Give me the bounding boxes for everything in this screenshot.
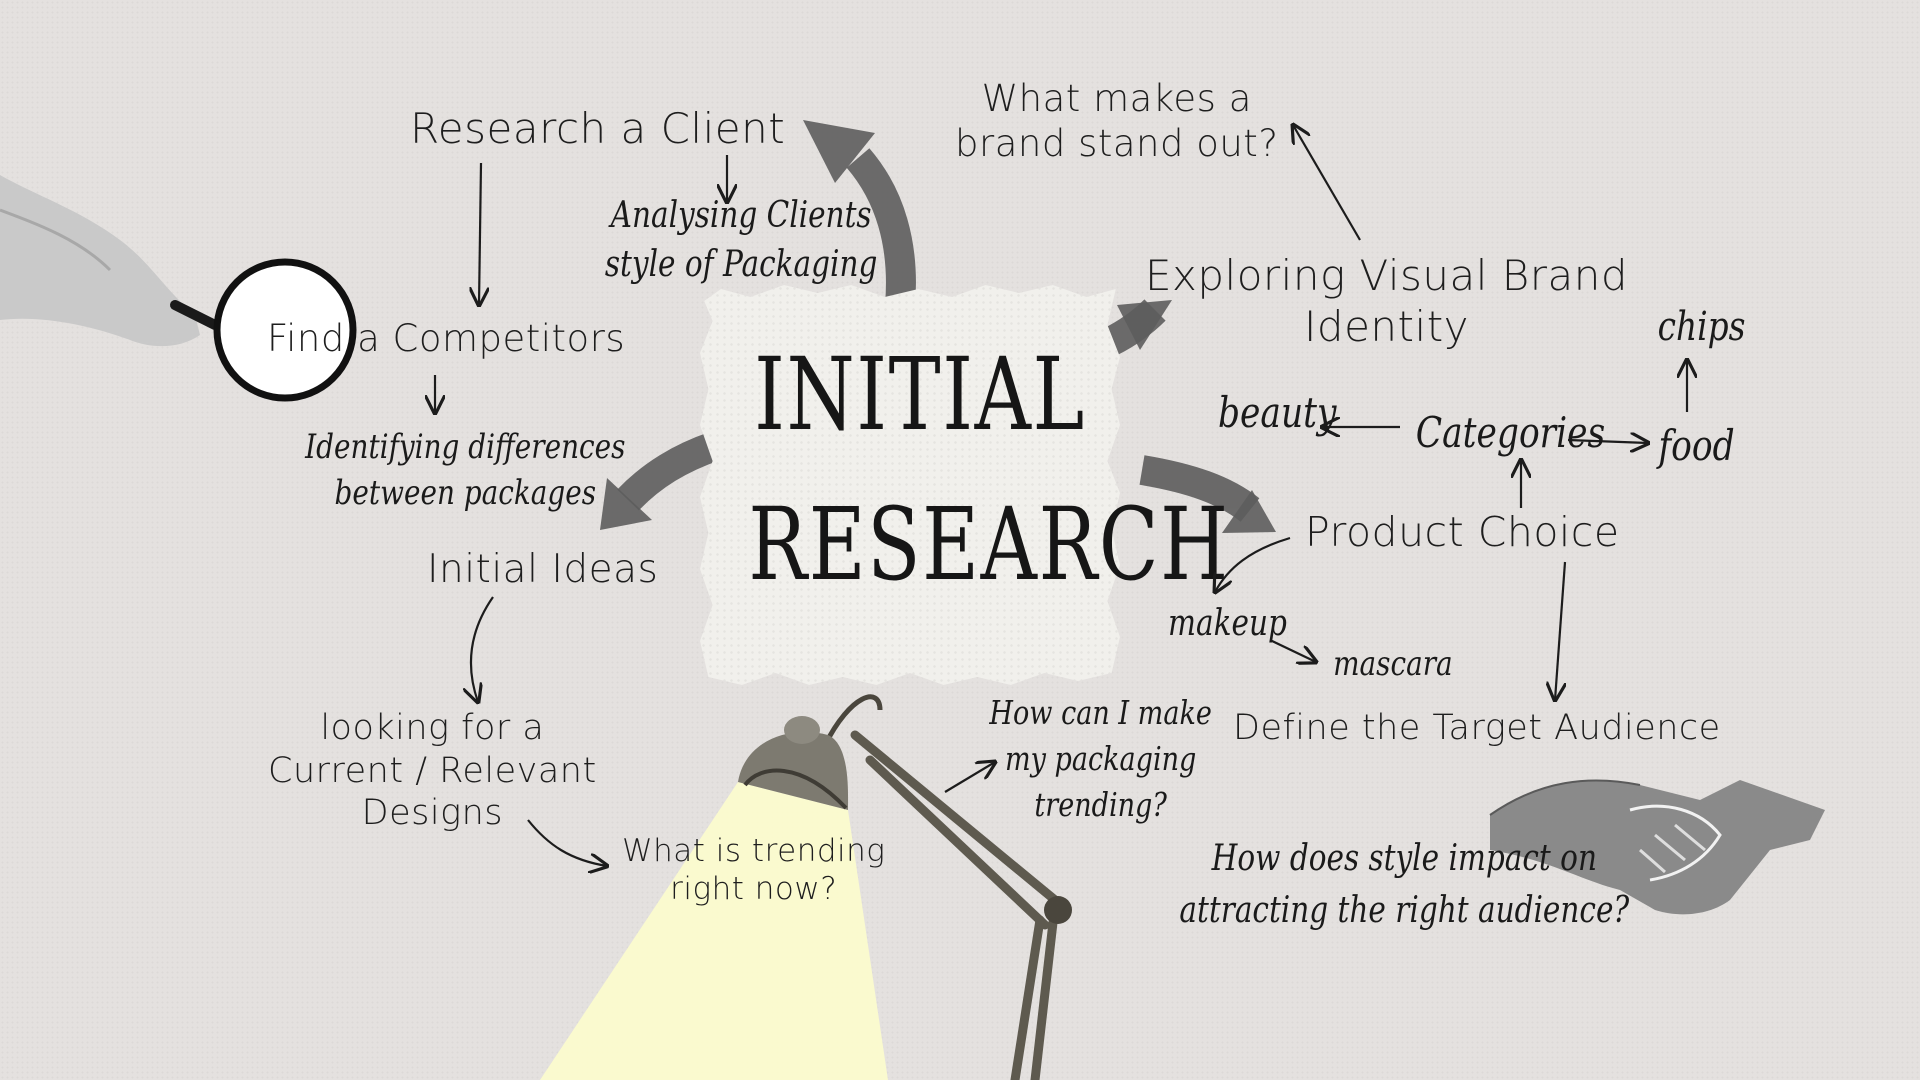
node-identifying-differences: Identifying differences between packages bbox=[305, 425, 625, 517]
thick-arrow-to-product-choice bbox=[1139, 455, 1260, 522]
node-looking-for-designs: looking for a Current / Relevant Designs bbox=[268, 707, 597, 835]
node-food: food bbox=[1658, 421, 1735, 470]
looking-for-line-2: Current / Relevant bbox=[268, 750, 597, 791]
node-target-audience: Define the Target Audience bbox=[1233, 708, 1721, 748]
looking-for-line-1: looking for a bbox=[320, 708, 545, 748]
thick-arrow-to-initial-ideas bbox=[617, 431, 721, 511]
packaging-trending-line-3: trending? bbox=[1034, 785, 1167, 825]
node-chips: chips bbox=[1657, 304, 1746, 350]
arrow-makeup-to-mascara bbox=[1269, 639, 1316, 662]
thick-arrowhead-product-choice bbox=[1222, 490, 1276, 533]
node-product-choice: Product Choice bbox=[1305, 508, 1620, 556]
style-impact-line-2: attracting the right audience? bbox=[1179, 890, 1630, 932]
style-impact-line-1: How does style impact on bbox=[1211, 838, 1597, 879]
analysing-line-2: style of Packaging bbox=[604, 243, 878, 285]
thick-arrowhead-research-client bbox=[803, 120, 875, 183]
thick-arrowhead-visual-identity bbox=[1117, 300, 1172, 350]
node-research-client: Research a Client bbox=[410, 104, 786, 153]
node-brand-stand-out: What makes a brand stand out? bbox=[955, 76, 1278, 166]
looking-for-line-3: Designs bbox=[361, 793, 504, 834]
visual-identity-line-1: Exploring Visual Brand bbox=[1145, 251, 1629, 300]
title-line-initial: INITIAL bbox=[754, 336, 1086, 453]
node-packaging-trending: How can I make my packaging trending? bbox=[989, 690, 1211, 829]
node-categories: Categories bbox=[1415, 408, 1606, 457]
thick-arrowhead-initial-ideas bbox=[600, 478, 652, 530]
node-analysing-clients: Analysing Clients style of Packaging bbox=[605, 192, 877, 289]
trending-now-line-1: What is trending bbox=[622, 833, 886, 869]
arrow-client-to-competitors bbox=[479, 162, 481, 305]
node-makeup: makeup bbox=[1168, 603, 1287, 644]
arrow-looking-for-to-trending-now bbox=[527, 819, 607, 866]
arrow-identity-to-brand-stand-out bbox=[1293, 125, 1361, 241]
central-torn-paper bbox=[700, 285, 1120, 685]
arrow-product-to-makeup bbox=[1215, 536, 1291, 592]
node-initial-ideas: Initial Ideas bbox=[427, 547, 659, 592]
brand-stand-out-line-1: What makes a bbox=[981, 77, 1252, 120]
visual-identity-line-2: Identity bbox=[1304, 302, 1470, 352]
arrow-to-packaging-trending bbox=[944, 762, 995, 793]
thick-arrow-to-research-client bbox=[846, 148, 916, 307]
packaging-trending-line-2: my packaging bbox=[1004, 739, 1197, 779]
node-beauty: beauty bbox=[1217, 388, 1337, 437]
node-mascara: mascara bbox=[1333, 644, 1453, 684]
arrow-ideas-to-looking-for bbox=[471, 596, 494, 702]
brand-stand-out-line-2: brand stand out? bbox=[955, 122, 1279, 166]
differences-line-2: between packages bbox=[334, 472, 597, 513]
node-style-impact: How does style impact on attracting the … bbox=[1179, 833, 1629, 937]
magnifying-glass-icon bbox=[0, 175, 357, 402]
node-find-competitors: Find a Competitors bbox=[267, 317, 626, 360]
packaging-trending-line-1: How can I make bbox=[989, 693, 1212, 732]
analysing-line-1: Analysing Clients bbox=[610, 195, 872, 236]
node-visual-brand-identity: Exploring Visual Brand Identity bbox=[1145, 250, 1628, 352]
arrow-product-to-target-audience bbox=[1555, 561, 1565, 700]
differences-line-1: Identifying differences bbox=[305, 427, 626, 467]
arrow-categories-to-food bbox=[1567, 440, 1648, 443]
node-trending-now: What is trending right now? bbox=[622, 833, 885, 909]
handshake-icon bbox=[1489, 779, 1825, 915]
trending-now-line-2: right now? bbox=[670, 870, 838, 907]
